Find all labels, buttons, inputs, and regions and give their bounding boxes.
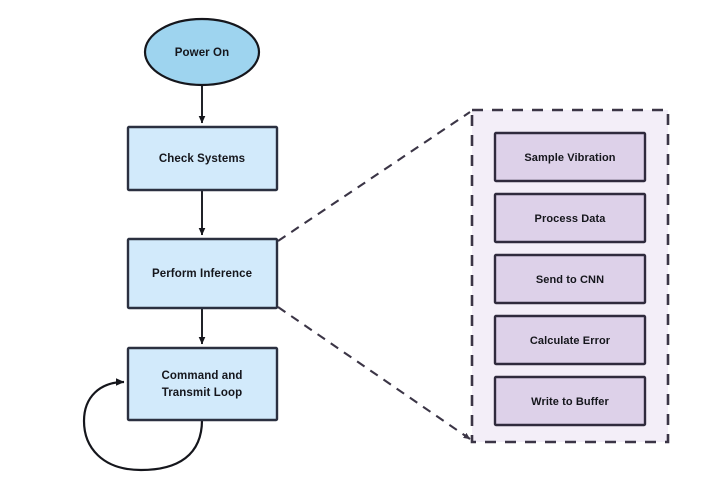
expansion-connectors bbox=[277, 111, 471, 440]
sub-step-box bbox=[493, 314, 647, 366]
node-power-on-label: Power On bbox=[175, 47, 229, 59]
node-command-transmit-loop-label-line1: Command and bbox=[162, 370, 243, 382]
node-check-systems[interactable]: Check Systems bbox=[126, 125, 279, 192]
node-check-systems-label: Check Systems bbox=[159, 153, 245, 165]
node-perform-inference-shape bbox=[126, 237, 279, 310]
sub-step-label: Sample Vibration bbox=[524, 152, 615, 164]
node-check-systems-shape bbox=[126, 125, 279, 192]
node-power-on[interactable]: Power On bbox=[143, 17, 261, 87]
node-command-transmit-loop-shape bbox=[126, 346, 279, 422]
expansion-connector-bottom bbox=[277, 306, 471, 440]
sub-step-box bbox=[493, 253, 647, 305]
sub-step-box bbox=[493, 131, 647, 183]
sub-step-label: Process Data bbox=[535, 213, 607, 225]
sub-step-process-data[interactable]: Process Data bbox=[493, 192, 647, 244]
sub-step-label: Write to Buffer bbox=[531, 396, 609, 408]
sub-step-send-to-cnn[interactable]: Send to CNN bbox=[493, 253, 647, 305]
sub-step-write-to-buffer[interactable]: Write to Buffer bbox=[493, 375, 647, 427]
sub-step-sample-vibration[interactable]: Sample Vibration bbox=[493, 131, 647, 183]
sub-step-label: Calculate Error bbox=[530, 335, 611, 347]
sub-step-box bbox=[493, 375, 647, 427]
expansion-connector-top bbox=[277, 111, 471, 242]
main-flow-connectors bbox=[82, 85, 206, 472]
expansion-panel: Sample Vibration Process Data Send to CN… bbox=[470, 108, 670, 444]
node-perform-inference[interactable]: Perform Inference bbox=[126, 237, 279, 310]
node-power-on-shape bbox=[143, 17, 261, 87]
sub-step-calculate-error[interactable]: Calculate Error bbox=[493, 314, 647, 366]
node-command-transmit-loop[interactable]: Command and Transmit Loop bbox=[126, 346, 279, 422]
node-command-transmit-loop-label-line2: Transmit Loop bbox=[162, 387, 243, 399]
node-perform-inference-label: Perform Inference bbox=[152, 268, 252, 280]
sub-step-label: Send to CNN bbox=[536, 274, 604, 286]
connector-command-loop-selfloop bbox=[82, 378, 204, 472]
sub-step-box bbox=[493, 192, 647, 244]
